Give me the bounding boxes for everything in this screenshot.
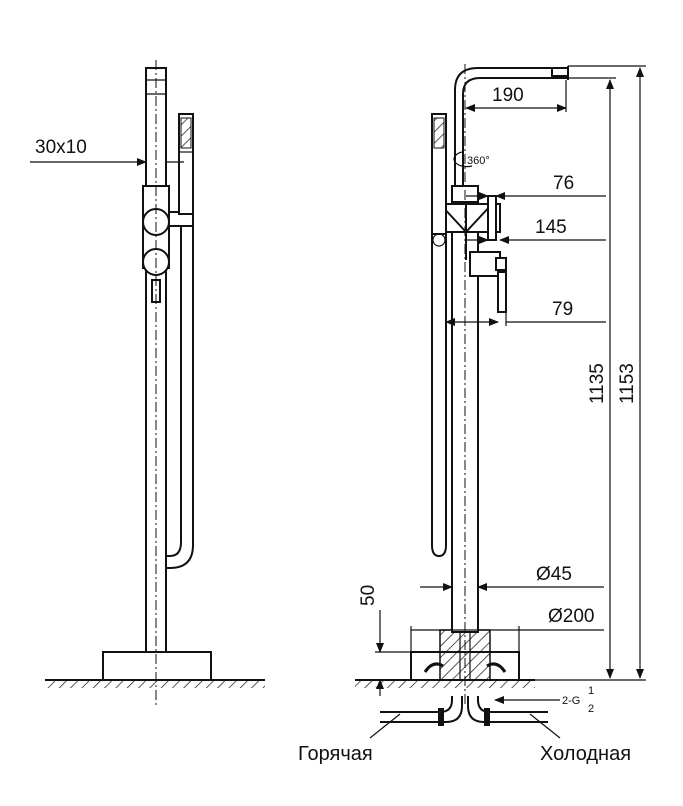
dim-spout-reach: 190	[492, 85, 524, 106]
dim-base-diameter: Ø200	[548, 606, 594, 627]
floor-hatch	[45, 680, 265, 688]
dim-height-1135: 1135	[587, 363, 608, 404]
front-view: 360° 190 76 145	[298, 64, 646, 765]
side-hose	[166, 226, 182, 557]
dim-connection-prefix: 2-G	[562, 695, 580, 707]
front-lower-lever	[497, 271, 507, 313]
dim-handle-section: 30x10	[35, 137, 87, 158]
dim-height-1153: 1153	[617, 363, 638, 404]
dim-body-height: 145	[535, 217, 567, 238]
dim-pipe-diameter: Ø45	[536, 564, 572, 585]
front-hose	[431, 234, 440, 557]
dim-lower-lever: 79	[552, 299, 573, 320]
label-cold-water: Холодная	[540, 743, 631, 765]
dim-connection-numerator: 1	[588, 685, 594, 697]
side-view: 30x10	[30, 60, 265, 705]
dim-base-height: 50	[358, 585, 379, 606]
front-upper-lever	[487, 195, 497, 241]
front-lower-cartridge	[469, 251, 501, 277]
front-spout	[454, 67, 568, 186]
label-hot-water: Горячая	[298, 743, 373, 765]
side-base	[102, 651, 212, 681]
dim-spout-rotation: 360°	[467, 155, 490, 167]
dim-lever-height: 76	[553, 173, 574, 194]
dim-connection-denominator: 2	[588, 703, 594, 715]
